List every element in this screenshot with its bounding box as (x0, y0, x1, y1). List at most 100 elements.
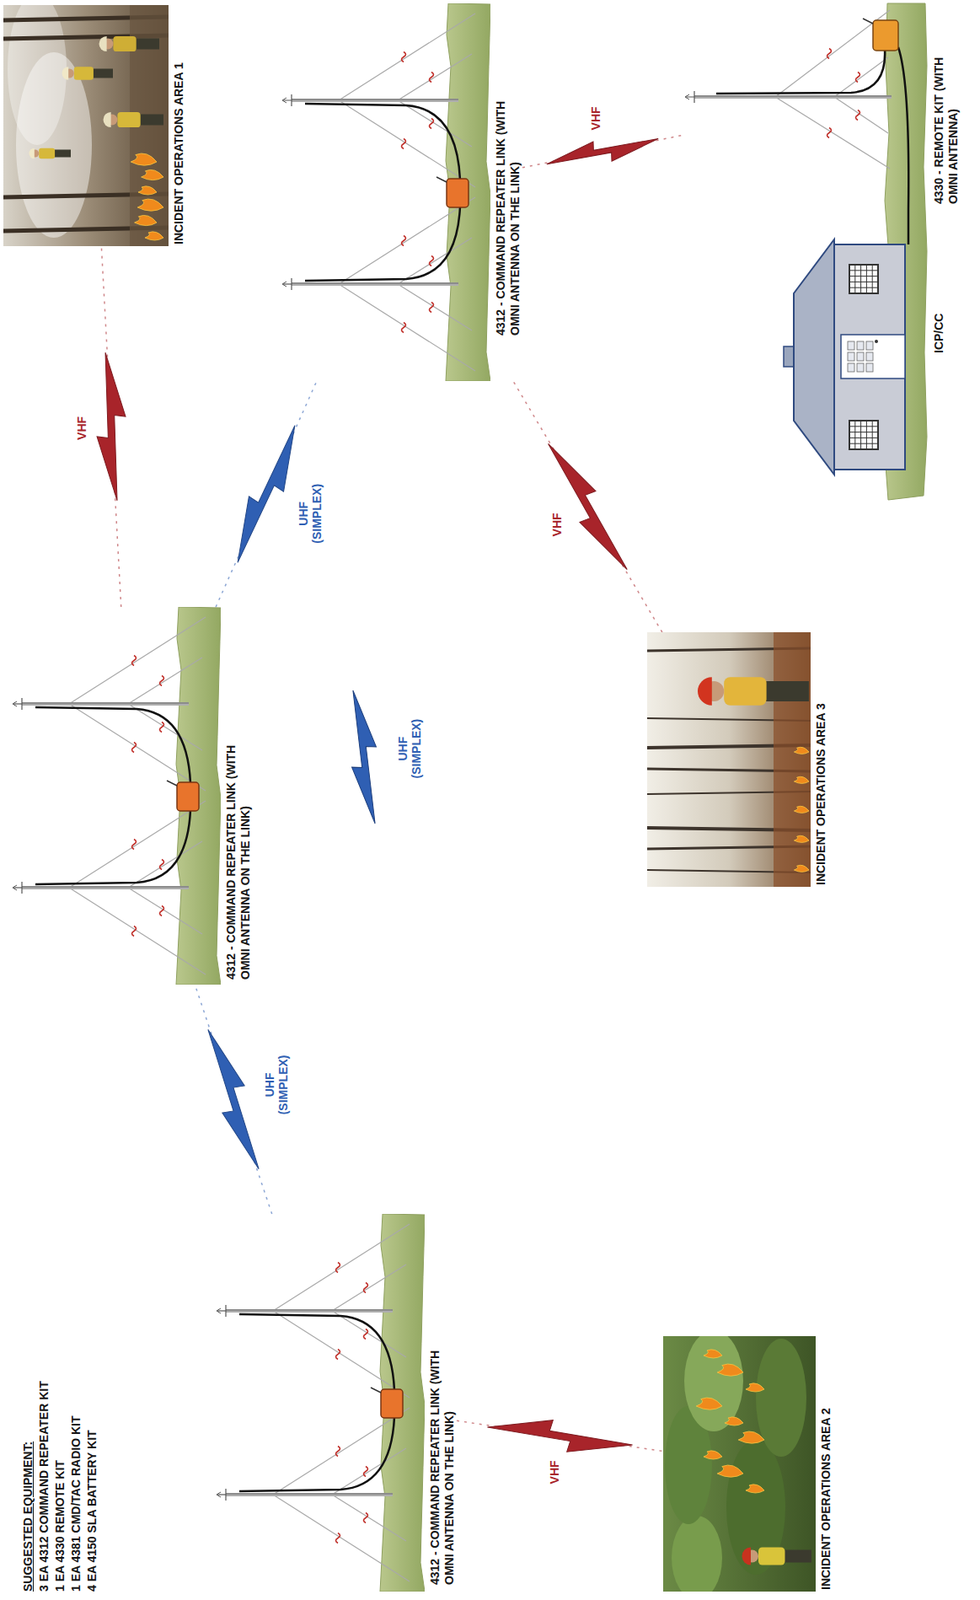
flame (144, 231, 164, 241)
firefighter-legs (53, 149, 71, 158)
window (849, 420, 879, 450)
flame (793, 776, 809, 783)
window-grid (872, 420, 873, 450)
illustration (3, 5, 169, 247)
antenna-arrow (282, 97, 287, 103)
window-grid (860, 264, 862, 294)
equipment-list-line: 1 EA 4381 CMD/TAC RADIO KIT (68, 1415, 85, 1591)
door-pane (856, 352, 864, 361)
radio-link (513, 380, 663, 632)
guy-flag (160, 675, 165, 686)
guy-wire (128, 887, 203, 934)
incident-photo: INCIDENT OPERATIONS AREA 2 (663, 1335, 834, 1591)
box-antenna (862, 18, 873, 24)
equipment-list-line: SUGGESTED EQUIPMENT: (20, 1440, 37, 1591)
guy-wire (397, 100, 472, 147)
equipment-list-line: 4 EA 4150 SLA BATTERY KIT (84, 1429, 101, 1591)
box-antenna (166, 780, 177, 786)
mast (291, 282, 459, 286)
link-group (92, 246, 131, 607)
mast-highlight (291, 101, 459, 102)
antenna-bar (290, 94, 292, 107)
smoke (7, 5, 67, 145)
mast (225, 1492, 393, 1496)
window-grid (866, 420, 868, 450)
guy-wire (128, 657, 203, 704)
roof (793, 239, 835, 475)
lightning-bolt (195, 1023, 271, 1174)
control-cable (898, 47, 909, 209)
coax-cable (35, 706, 191, 783)
window-grid (849, 425, 879, 427)
flame (703, 1349, 723, 1358)
cable-link (907, 208, 911, 235)
guy-flag (364, 1466, 369, 1477)
illustration (279, 3, 491, 381)
antenna-bar (693, 91, 695, 103)
guy-flag (856, 72, 861, 83)
firefighter-legs (139, 114, 164, 126)
door-pane (866, 341, 873, 350)
door-pane (866, 363, 873, 372)
window-grid (872, 264, 873, 294)
mast-highlight (225, 1494, 393, 1496)
node-label: 4312 - COMMAND REPEATER LINK (WITH OMNI … (424, 1339, 457, 1585)
guy-flag (364, 1282, 369, 1293)
antenna-tip (13, 886, 22, 888)
window-grid (849, 269, 879, 271)
guy-wire (397, 237, 472, 284)
coax-cable (239, 1416, 395, 1491)
flame (717, 1363, 744, 1376)
guy-flag (336, 1262, 341, 1273)
flame (703, 1450, 723, 1459)
door-pane (866, 352, 873, 361)
flame (717, 1464, 744, 1477)
window-grid (849, 281, 879, 283)
antenna-tip (283, 99, 292, 101)
mast (225, 1308, 393, 1313)
flame (793, 805, 809, 813)
flame (134, 214, 157, 225)
guy-wire (775, 96, 890, 169)
guy-flag (336, 1349, 341, 1360)
mast (694, 95, 892, 99)
shrub (684, 1335, 744, 1431)
mast-highlight (21, 704, 189, 706)
antenna-bar (21, 697, 22, 710)
guy-flag (401, 322, 407, 333)
coax-cable (716, 50, 885, 94)
guy-flag (856, 110, 861, 121)
photo-background (647, 631, 811, 887)
guy-wire (273, 1223, 410, 1311)
guy-wire (69, 616, 206, 704)
firefighter-legs (764, 680, 809, 702)
guy-flag (429, 256, 434, 267)
guy-flag (827, 48, 832, 59)
command-post: ICP/CC (781, 234, 947, 480)
ground-patch (380, 1213, 425, 1591)
mast-highlight (694, 97, 892, 99)
antenna-tip (217, 1493, 226, 1495)
illustration (682, 5, 929, 209)
flame (745, 1483, 765, 1493)
node-label: 4312 - COMMAND REPEATER LINK (WITH OMNI … (490, 91, 523, 336)
antenna-arrow (216, 1307, 221, 1313)
illustration (10, 606, 221, 985)
guy-wire (273, 1494, 410, 1581)
window-grid (849, 287, 879, 289)
illustration (663, 1335, 816, 1591)
antenna-bar (290, 278, 292, 290)
window-grid (866, 264, 868, 294)
antenna-tip (685, 96, 695, 97)
flame (793, 746, 809, 754)
guy-flag (132, 655, 137, 666)
antenna-arrow (12, 701, 17, 707)
flame (793, 835, 809, 842)
guy-wire (397, 53, 472, 101)
antenna-bar (224, 1488, 226, 1500)
firefighter-helmet (99, 36, 108, 52)
repeater-link: 4312 - COMMAND REPEATER LINK (WITH OMNI … (214, 1213, 457, 1591)
link-label: VHF (546, 1456, 563, 1486)
firefighter-helmet (61, 66, 69, 80)
antenna-arrow (216, 1491, 221, 1497)
